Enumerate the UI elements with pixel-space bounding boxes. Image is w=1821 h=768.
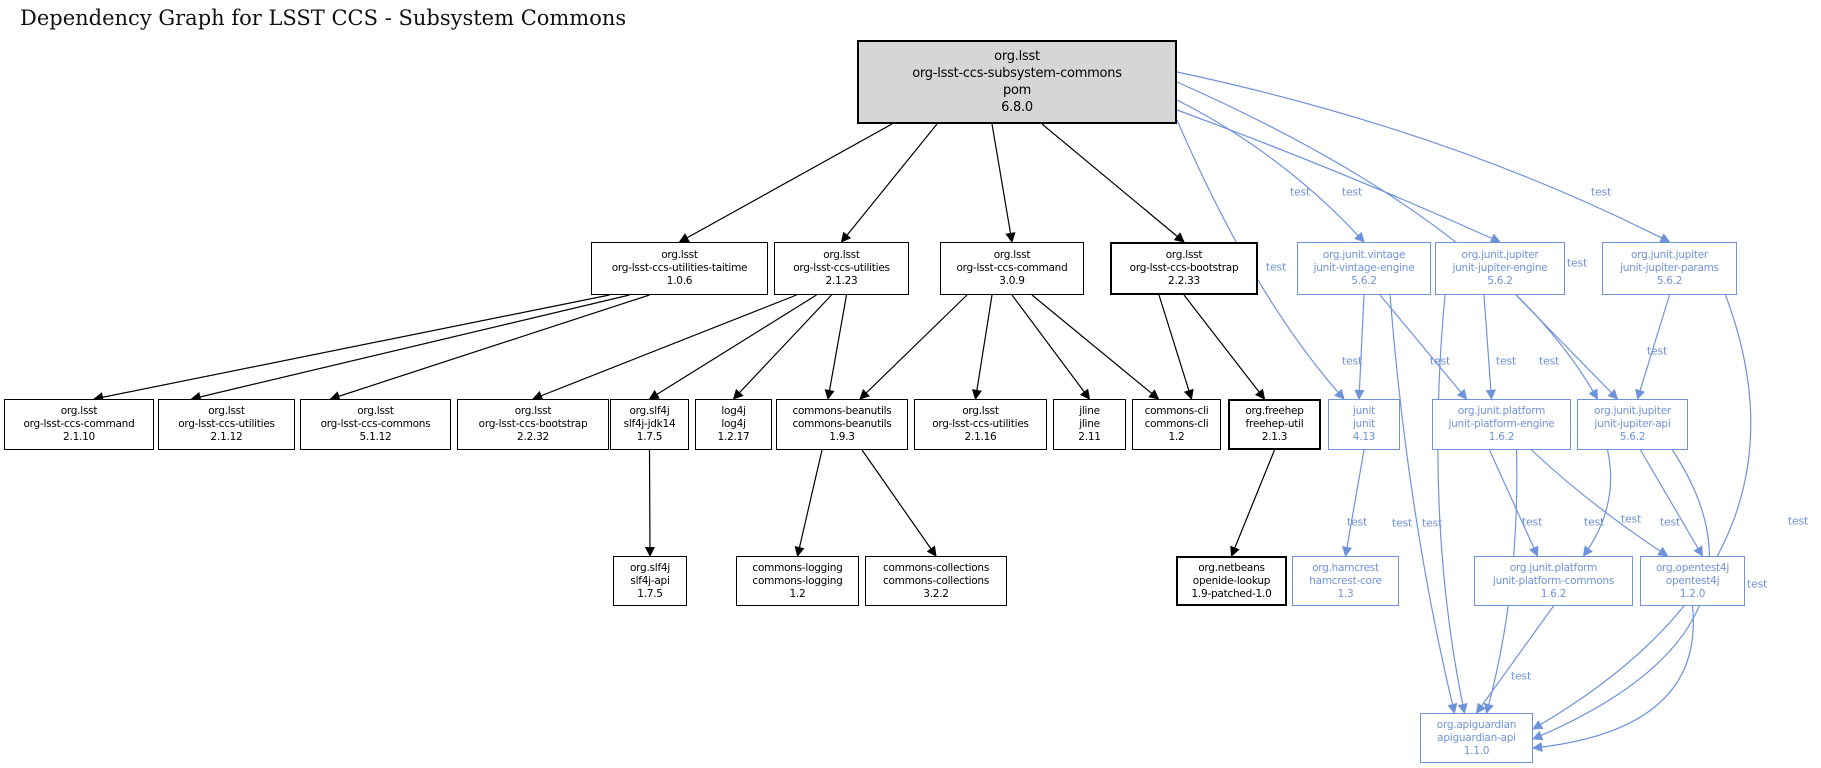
- edge-utilities23-beanutils: [824, 294, 848, 401]
- edge-jupengine-jupapi: [1515, 294, 1619, 400]
- edge-jupapi-opentest4j: [1639, 449, 1704, 557]
- edge-jupparams-apiguardian: [1532, 294, 1752, 730]
- edge-platengine-opentest4j: [1531, 449, 1669, 557]
- graph-title: Dependency Graph for LSST CCS - Subsyste…: [20, 6, 627, 30]
- edge-command309-jline: [1011, 294, 1091, 400]
- edge-jupengine-apiguardian: [1437, 294, 1468, 714]
- edge-bootstrap233-freehep: [1183, 294, 1266, 400]
- edge-root-taitime: [678, 123, 893, 243]
- edge-bootstrap233-commonscli: [1158, 294, 1194, 400]
- edge-root-bootstrap233: [1041, 123, 1185, 243]
- edge-root-jupengine: [1176, 109, 1501, 243]
- edge-root-jupapi: [1176, 81, 1599, 400]
- edge-jupengine-platengine: [1483, 294, 1496, 401]
- edge-jupparams-jupapi: [1635, 294, 1671, 400]
- edge-vintage-apiguardian: [1389, 294, 1458, 714]
- edge-vintage-junit413: [1354, 294, 1365, 401]
- edge-opentest4j-apiguardian: [1531, 605, 1694, 753]
- edge-platengine-apiguardian: [1483, 449, 1518, 714]
- edge-root-utilities23: [840, 123, 938, 243]
- edge-utilities23-bootstrap2232: [532, 294, 797, 401]
- edge-root-vintage: [1176, 99, 1365, 243]
- edge-slf4jjdk-slf4japi: [644, 449, 656, 558]
- edge-taitime-utilities2112: [190, 294, 630, 402]
- edge-platcommons-apiguardian: [1475, 605, 1554, 714]
- edge-vintage-platengine: [1379, 294, 1468, 400]
- edge-utilities23-slf4jjdk: [648, 294, 817, 400]
- edge-beanutils-commonscollections: [861, 449, 937, 557]
- edge-utilities23-log4j: [732, 294, 832, 400]
- edge-beanutils-commonslogging: [794, 449, 823, 557]
- edge-command309-beanutils: [859, 294, 968, 400]
- edge-command309-utilities2116: [971, 294, 993, 401]
- edge-taitime-command2110: [93, 294, 610, 403]
- edge-jupapi-apiguardian: [1532, 449, 1710, 741]
- edge-root-command309: [991, 123, 1016, 244]
- edge-platengine-platcommons: [1488, 449, 1539, 557]
- edge-root-jupparams: [1176, 71, 1671, 243]
- edge-jupapi-platcommons: [1582, 449, 1612, 557]
- edge-root-junit413: [1176, 119, 1345, 400]
- edge-command309-commonscli: [1031, 294, 1160, 400]
- edge-freehep-openide: [1230, 449, 1276, 557]
- edge-junit413-hamcrest: [1342, 449, 1365, 558]
- edge-taitime-commons5112: [329, 294, 650, 402]
